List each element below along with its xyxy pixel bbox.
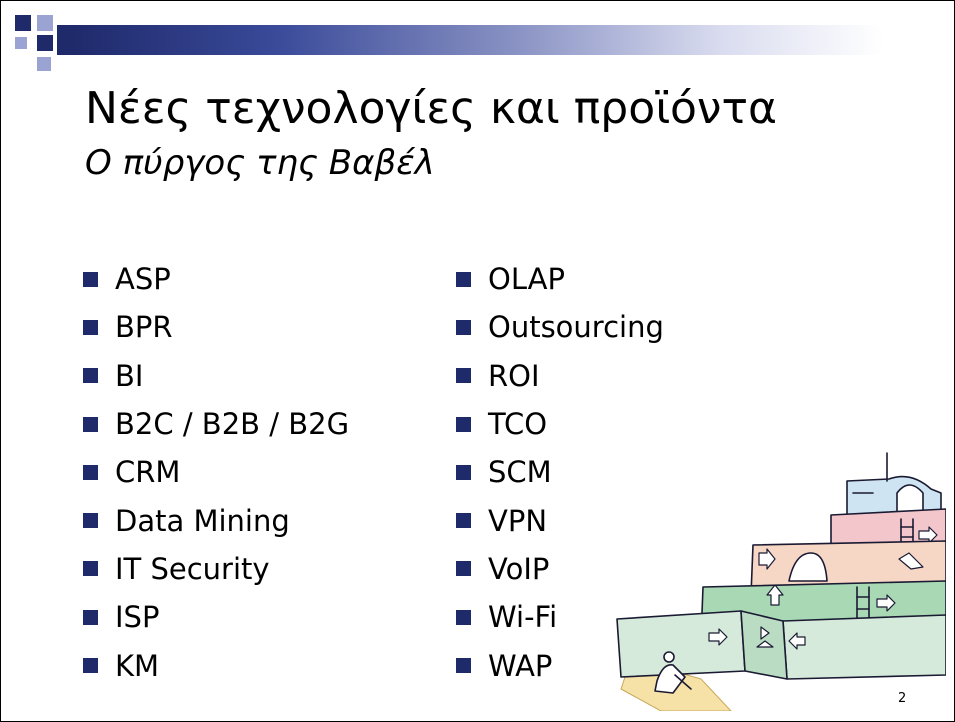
list-item-label: ROI	[488, 358, 540, 393]
square-bullet-icon	[83, 658, 98, 674]
list-item-label: SCM	[488, 455, 552, 490]
square-bullet-icon	[83, 464, 98, 480]
header-gradient-bar	[73, 25, 883, 55]
list-item: ASP	[83, 255, 349, 303]
list-item: KM	[83, 641, 349, 689]
square-bullet-icon	[456, 416, 471, 432]
slide-title: Νέες τεχνολογίες και προϊόντα	[85, 83, 777, 134]
header-square	[37, 35, 53, 51]
header-square	[15, 37, 27, 49]
header-square	[57, 25, 73, 55]
list-item: SCM	[456, 448, 664, 496]
square-bullet-icon	[456, 513, 471, 529]
square-bullet-icon	[83, 271, 98, 287]
square-bullet-icon	[456, 464, 471, 480]
square-bullet-icon	[83, 319, 98, 335]
list-item: TCO	[456, 400, 664, 448]
list-item-label: Outsourcing	[488, 310, 664, 345]
list-item: Data Mining	[83, 496, 349, 544]
square-bullet-icon	[83, 609, 98, 625]
list-item: B2C / B2B / B2G	[83, 400, 349, 448]
list-item: OLAP	[456, 255, 664, 303]
list-item-label: ISP	[115, 600, 160, 635]
list-item-label: Wi-Fi	[488, 600, 558, 635]
square-bullet-icon	[83, 561, 98, 577]
list-item: WAP	[456, 641, 664, 689]
list-item: BPR	[83, 303, 349, 351]
list-item: IT Security	[83, 545, 349, 593]
list-item-label: BI	[115, 358, 144, 393]
bullet-list-right: OLAP Outsourcing ROI TCO SCM VPN VoIP Wi…	[456, 255, 664, 690]
list-item: Wi-Fi	[456, 593, 664, 641]
tower-of-babel-clipart	[616, 452, 946, 711]
list-item-label: CRM	[115, 455, 181, 490]
square-bullet-icon	[83, 368, 98, 384]
list-item: BI	[83, 352, 349, 400]
square-bullet-icon	[456, 271, 471, 287]
list-item-label: Data Mining	[115, 503, 290, 538]
list-item-label: ASP	[115, 262, 171, 297]
square-bullet-icon	[456, 319, 471, 335]
header-square	[15, 15, 31, 31]
list-item-label: VoIP	[488, 551, 550, 586]
list-item: VPN	[456, 496, 664, 544]
square-bullet-icon	[83, 513, 98, 529]
list-item: VoIP	[456, 545, 664, 593]
bullet-list-left: ASP BPR BI B2C / B2B / B2G CRM Data Mini…	[83, 255, 349, 690]
list-item-label: VPN	[488, 503, 548, 538]
list-item: ISP	[83, 593, 349, 641]
list-item-label: BPR	[115, 310, 173, 345]
square-bullet-icon	[456, 368, 471, 384]
list-item-label: IT Security	[115, 551, 270, 586]
list-item: ROI	[456, 352, 664, 400]
square-bullet-icon	[456, 609, 471, 625]
header-square	[37, 15, 53, 31]
page-number: 2	[898, 691, 907, 706]
list-item: Outsourcing	[456, 303, 664, 351]
list-item-label: TCO	[488, 407, 548, 442]
square-bullet-icon	[456, 658, 471, 674]
list-item-label: B2C / B2B / B2G	[115, 407, 350, 442]
square-bullet-icon	[456, 561, 471, 577]
slide-subtitle: Ο πύργος της Βαβέλ	[85, 143, 435, 183]
list-item-label: OLAP	[488, 262, 565, 297]
list-item-label: WAP	[488, 648, 553, 683]
list-item-label: KM	[115, 648, 160, 683]
header-square	[37, 57, 51, 71]
list-item: CRM	[83, 448, 349, 496]
square-bullet-icon	[83, 416, 98, 432]
